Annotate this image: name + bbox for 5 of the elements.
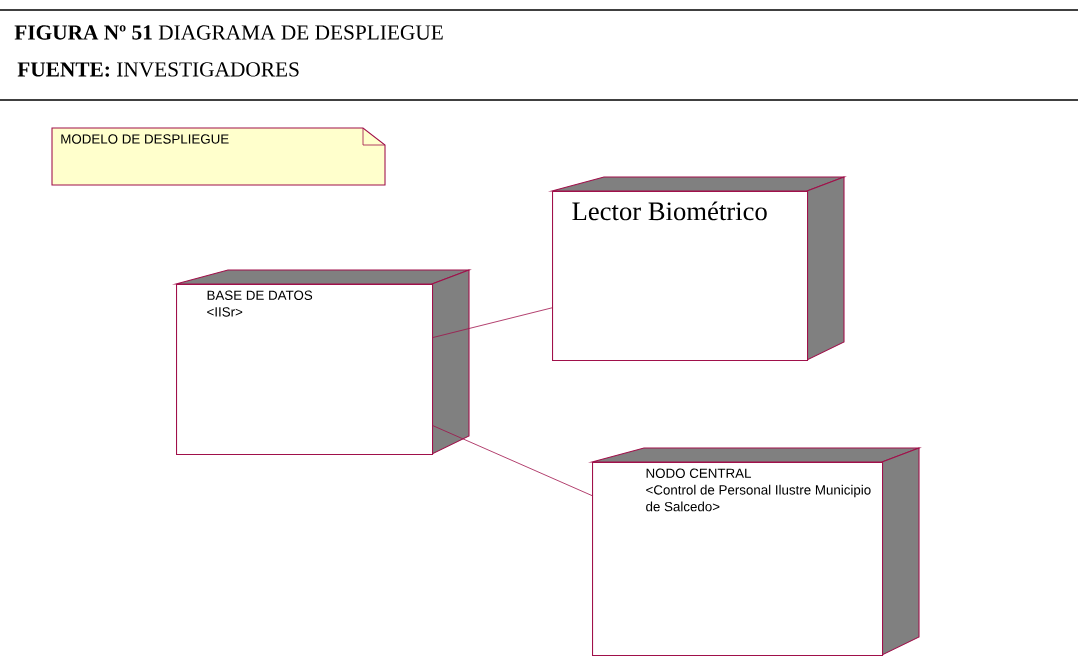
- figure-title: FIGURA Nº 51 DIAGRAMA DE DESPLIEGUE: [14, 25, 443, 40]
- note-box: MODELO DE DESPLIEGUE: [51, 127, 386, 186]
- connector-line: [432, 425, 593, 496]
- connector-line: [432, 307, 553, 338]
- source-caption: FUENTE: INVESTIGADORES: [17, 62, 299, 77]
